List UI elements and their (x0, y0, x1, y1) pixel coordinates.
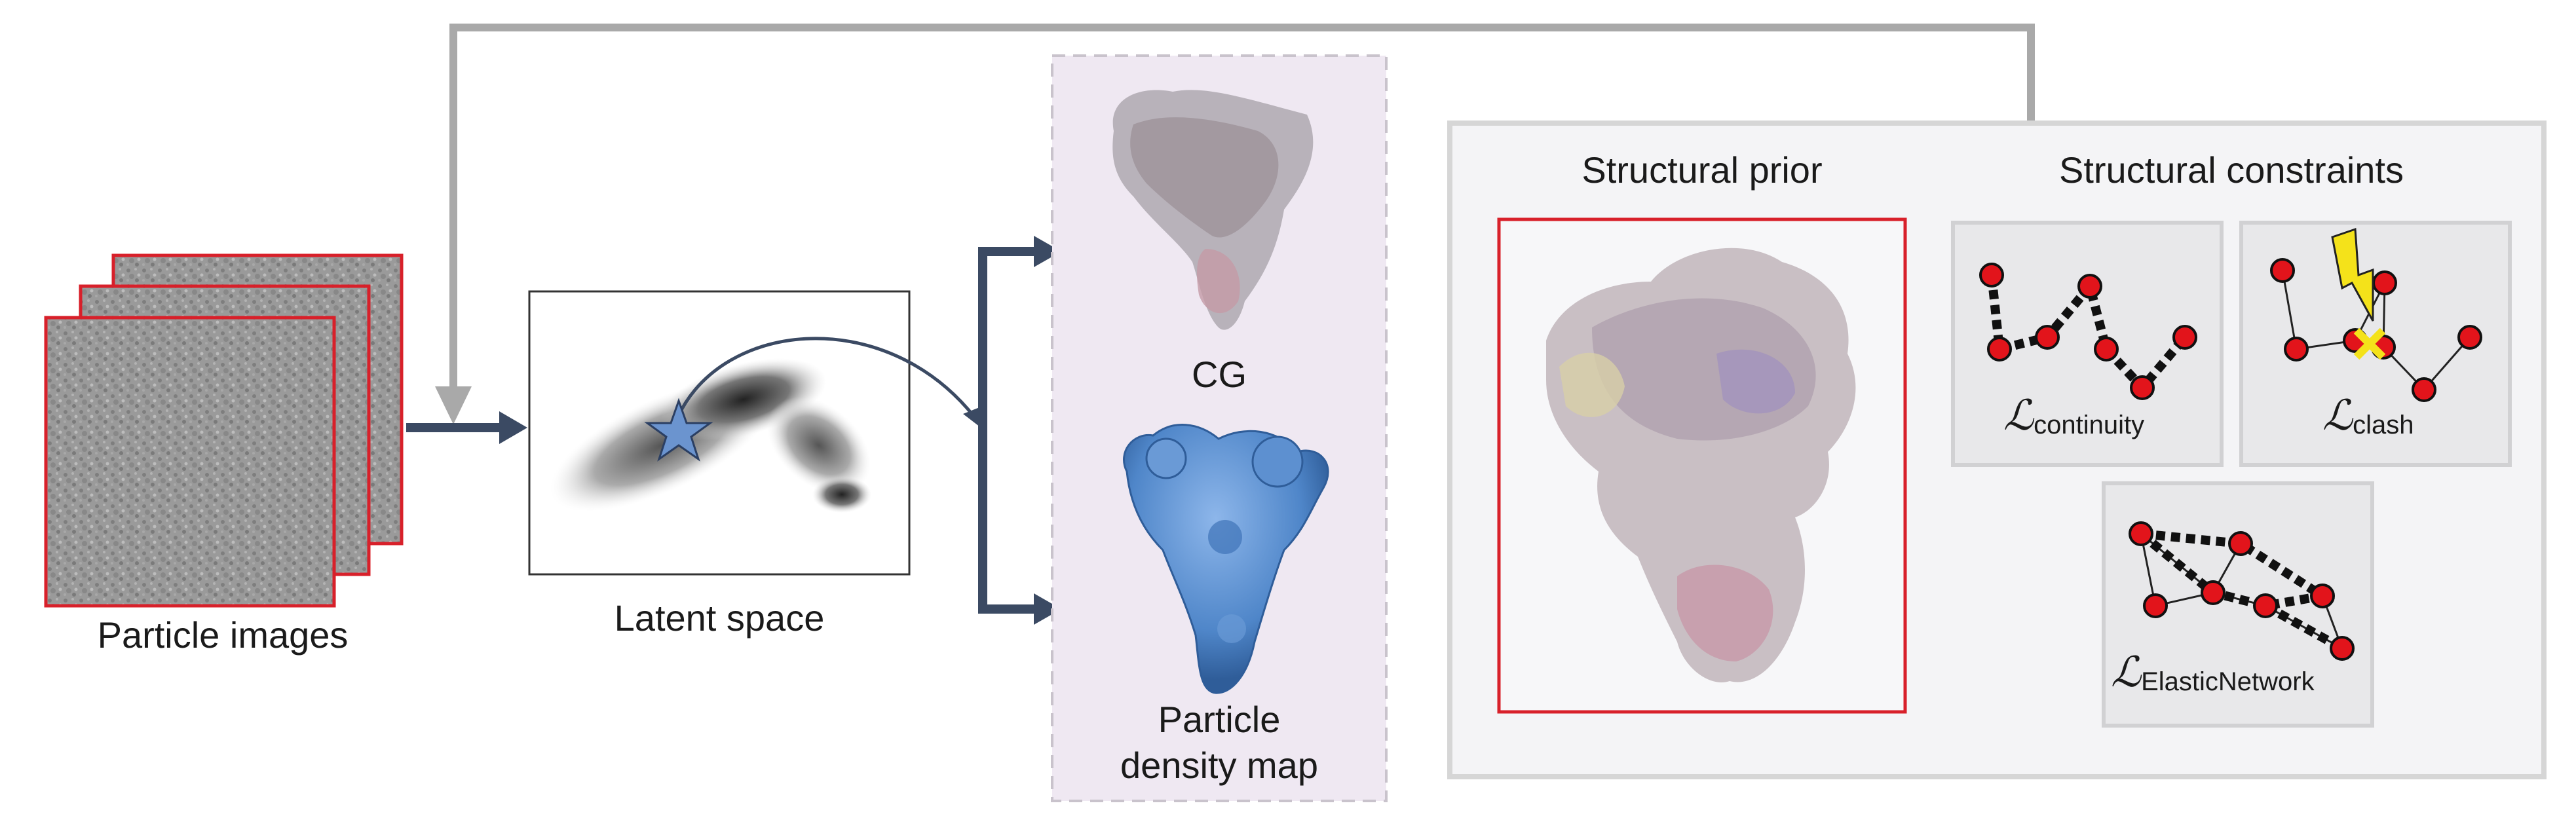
elastic-network-graph (2129, 521, 2355, 661)
loss-symbol: ℒ (2111, 648, 2142, 697)
density-label-line1: Particle (1158, 699, 1281, 740)
particle-images-label: Particle images (97, 614, 349, 656)
lightning-bolt-icon (2331, 227, 2374, 322)
particle-image-front (44, 316, 336, 608)
split-arrowhead-bottom (1034, 593, 1061, 625)
latent-density-contours (550, 358, 871, 513)
clash-loss-label: ℒclash (2322, 392, 2414, 440)
continuity-bead-chain (1979, 263, 2197, 400)
density-label-line2: density map (1120, 745, 1318, 786)
structural-prior-image (1546, 248, 1856, 682)
loss-symbol: ℒ (2003, 392, 2034, 440)
to-latent-arrowhead (499, 411, 527, 444)
star-icon (644, 398, 713, 462)
elastic-loss-label: ℒElasticNetwork (2111, 648, 2315, 697)
split-bracket (978, 247, 1042, 614)
cg-label: CG (1192, 354, 1247, 395)
feedback-arrowhead (435, 386, 472, 424)
elastic-subscript: ElasticNetwork (2141, 667, 2315, 696)
cg-structure-image (1112, 90, 1314, 330)
loss-symbol: ℒ (2322, 392, 2353, 440)
split-arrowhead-top (1034, 236, 1061, 267)
density-map-image (1123, 424, 1329, 694)
structural-prior-label: Structural prior (1582, 149, 1823, 191)
latent-trajectory-arrowhead (963, 406, 983, 427)
latent-trajectory-arrow (673, 337, 977, 425)
feedback-arrow (449, 24, 2035, 406)
continuity-subscript: continuity (2034, 411, 2145, 439)
clash-subscript: clash (2353, 411, 2414, 439)
latent-space-label: Latent space (614, 597, 825, 639)
x-mark-icon (2353, 327, 2386, 360)
structural-constraints-label: Structural constraints (2059, 149, 2404, 191)
continuity-loss-label: ℒcontinuity (2003, 392, 2144, 440)
